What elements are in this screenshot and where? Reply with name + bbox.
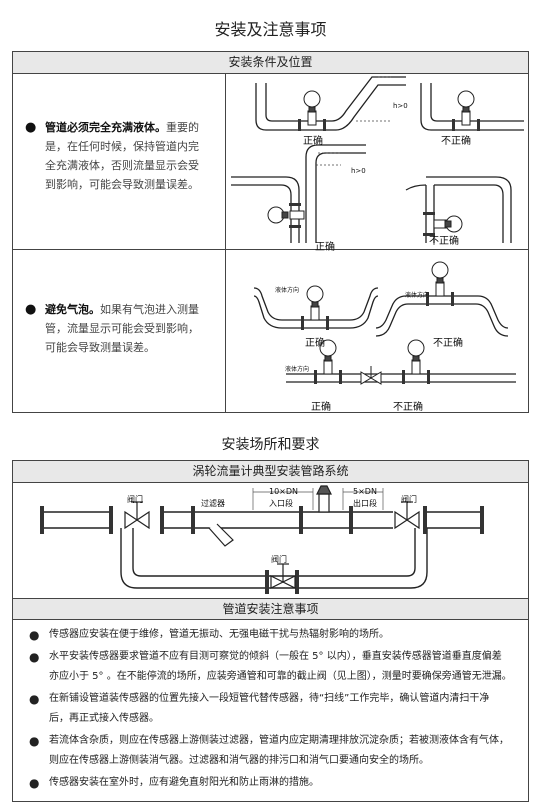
note-text: 若流体含杂质，则应在传感器上游侧装过滤器，管道内应定期清理排放沉淀杂质；若被测液…: [49, 735, 509, 746]
note-text: 传感器安装在室外时，应有避免直射阳光和防止雨淋的措施。: [49, 777, 319, 788]
row-divider: [13, 249, 528, 250]
label-correct: 正确: [311, 402, 331, 413]
bubble-diagram: [253, 261, 516, 385]
label-filter: 过滤器: [201, 499, 225, 508]
condition-line: 到影响，可能会导致测量误差。: [45, 178, 199, 191]
label-inlet-length: 10×DN: [269, 487, 299, 496]
label-flow-direction: 液体方向: [275, 287, 300, 294]
condition-no-bubbles: ● 避免气泡。如果有气泡进入测量 管，流量显示可能会受到影响， 可能会导致测量误…: [25, 300, 221, 357]
label-inlet: 入口段: [269, 499, 293, 508]
bullet-icon: ●: [29, 628, 40, 642]
condition-line: 可能会导致测量误差。: [45, 341, 155, 354]
system-header: 涡轮流量计典型安装管路系统: [13, 461, 528, 483]
condition-line: 管，流量显示可能会受到影响，: [45, 322, 199, 335]
condition-full-pipe-title: 管道必须完全充满液体。: [45, 121, 166, 134]
installation-system-box: 涡轮流量计典型安装管路系统: [12, 460, 529, 802]
note-text: 亦应小于 5° 。在不能停流的场所，应装旁通管和可靠的截止阀（见上图），测量时要…: [49, 671, 512, 682]
label-bypass-valve: 阀门: [271, 555, 287, 564]
label-outlet-length: 5×DN: [353, 487, 377, 496]
bullet-icon: ●: [29, 692, 40, 706]
condition-line: 如果有气泡进入测量: [100, 303, 199, 316]
bullet-icon: ●: [25, 120, 37, 135]
bullet-icon: ●: [29, 776, 40, 790]
label-outlet: 出口段: [353, 499, 377, 508]
condition-line: 重要的: [166, 121, 199, 134]
pipeline-system-diagram: [40, 485, 484, 594]
label-h-gt-0: h>0: [351, 167, 366, 175]
full-pipe-diagram: [231, 76, 524, 243]
condition-line: 是，在任何时候，保持管道内完: [45, 140, 199, 153]
note-text: 则应在传感器上游侧装消气器。过滤器和消气器的排污口和消气口要通向安全的场所。: [49, 755, 429, 766]
label-valve: 阀门: [127, 495, 143, 504]
conditions-table: 安装条件及位置 ● 管道必须完全充满液体。重要的 是，在任何时候，保持管道内完 …: [12, 51, 529, 413]
label-incorrect: 不正确: [429, 236, 459, 247]
label-correct: 正确: [315, 242, 335, 253]
label-correct: 正确: [305, 338, 325, 349]
page-title: 安装及注意事项: [214, 20, 327, 39]
label-correct: 正确: [303, 136, 323, 147]
note-item: ● 水平安装传感器要求管道不应有目测可察觉的倾斜（一般在 5° 以内），垂直安装…: [29, 647, 539, 687]
label-h-gt-0: h>0: [393, 102, 408, 110]
section-title: 安装场所和要求: [221, 437, 320, 453]
note-item: ● 若流体含杂质，则应在传感器上游侧装过滤器，管道内应定期清理排放沉淀杂质；若被…: [29, 731, 539, 771]
note-item: ● 在新铺设管道装传感器的位置先接入一段短管代替传感器，待“扫线”工作完毕，确认…: [29, 689, 539, 729]
label-flow-direction: 液体方向: [405, 292, 430, 299]
bullet-icon: ●: [29, 734, 40, 748]
note-text: 后，再正式接入传感器。: [49, 713, 159, 724]
note-item: ● 传感器安装在室外时，应有避免直射阳光和防止雨淋的措施。: [29, 773, 539, 793]
column-divider: [225, 74, 226, 413]
bullet-icon: ●: [25, 302, 37, 317]
note-text: 在新铺设管道装传感器的位置先接入一段短管代替传感器，待“扫线”工作完毕，确认管道…: [49, 693, 490, 704]
note-text: 传感器应安装在便于维修，管道无振动、无强电磁干扰与热辐射影响的场所。: [49, 629, 389, 640]
note-item: ● 传感器应安装在便于维修，管道无振动、无强电磁干扰与热辐射影响的场所。: [29, 625, 539, 645]
condition-no-bubbles-title: 避免气泡。: [45, 303, 100, 316]
label-incorrect: 不正确: [393, 402, 423, 413]
conditions-table-header: 安装条件及位置: [13, 52, 528, 74]
notes-header: 管道安装注意事项: [13, 598, 528, 620]
bullet-icon: ●: [29, 650, 40, 664]
label-flow-direction: 液体方向: [285, 366, 310, 373]
note-text: 水平安装传感器要求管道不应有目测可察觉的倾斜（一般在 5° 以内），垂直安装传感…: [49, 651, 502, 662]
label-incorrect: 不正确: [441, 136, 471, 147]
label-incorrect: 不正确: [433, 338, 463, 349]
condition-line: 全充满液体，否则流量显示会受: [45, 159, 199, 172]
condition-full-pipe: ● 管道必须完全充满液体。重要的 是，在任何时候，保持管道内完 全充满液体，否则…: [25, 118, 221, 194]
label-valve: 阀门: [401, 495, 417, 504]
